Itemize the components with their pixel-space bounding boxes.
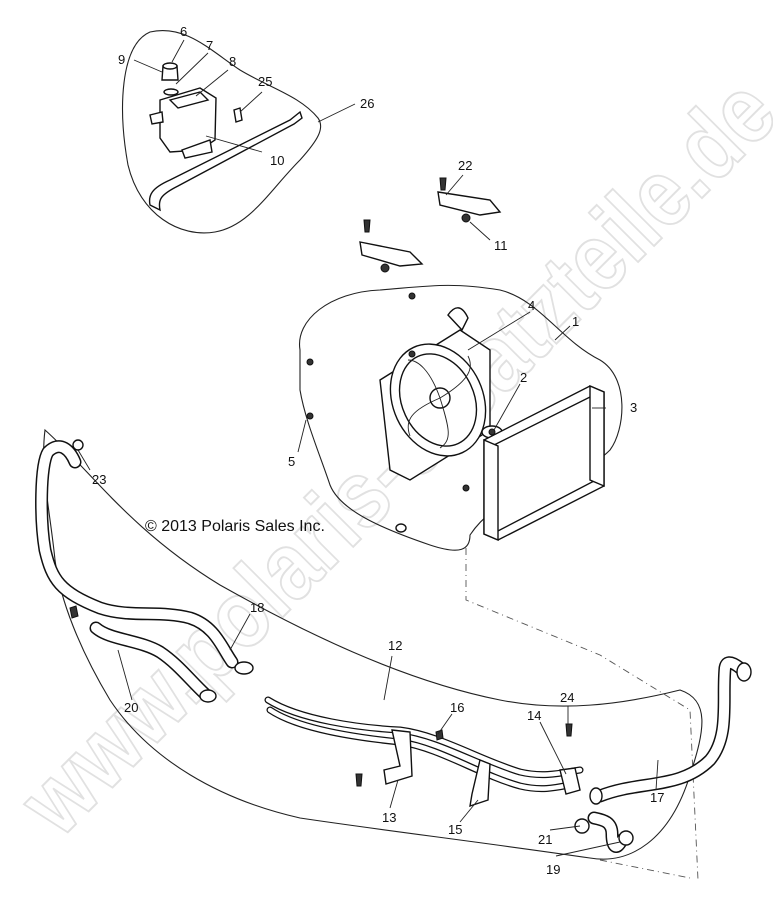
- callout-9: 9: [118, 52, 125, 67]
- hose-clamp-21: [574, 818, 590, 834]
- callout-21: 21: [538, 832, 552, 847]
- callout-25: 25: [258, 74, 272, 89]
- callout-7: 7: [206, 38, 213, 53]
- reservoir-screw: [233, 107, 243, 123]
- callout-11: 11: [494, 238, 508, 253]
- bolt-fan-2: [306, 358, 314, 366]
- coolant-reservoir: [149, 87, 217, 159]
- hose-clamp-pipe: [589, 787, 603, 805]
- hose-right: [593, 656, 747, 803]
- callout-2: 2: [520, 370, 527, 385]
- bracket-lower: [359, 241, 424, 267]
- hose-clamp-23: [72, 439, 84, 451]
- callout-3: 3: [630, 400, 637, 415]
- reference-line-2: [599, 859, 691, 879]
- callout-5: 5: [288, 454, 295, 469]
- reservoir-group-outline: [122, 30, 322, 234]
- bolt-24: [565, 723, 573, 737]
- radiator: [483, 384, 605, 542]
- fitting-left: [69, 605, 79, 619]
- callout-14: 14: [527, 708, 541, 723]
- hose-upper: [35, 440, 239, 669]
- pipe-clamp-15: [469, 759, 491, 808]
- copyright-text: © 2013 Polaris Sales Inc.: [145, 518, 325, 535]
- callout-20: 20: [124, 700, 138, 715]
- cooling-fan: [379, 307, 491, 481]
- bolt-fan-3: [408, 350, 416, 358]
- reservoir-cap: [161, 62, 179, 81]
- callout-26: 26: [360, 96, 374, 111]
- reservoir-strap: [148, 110, 303, 212]
- hose-lower: [587, 811, 629, 854]
- hose-group-outline: [43, 428, 703, 860]
- callout-12: 12: [388, 638, 402, 653]
- callout-17: 17: [650, 790, 664, 805]
- callout-24: 24: [560, 690, 574, 705]
- bracket-upper: [437, 191, 502, 216]
- grommet: [395, 523, 407, 533]
- nut-upper: [461, 213, 471, 223]
- callout-15: 15: [448, 822, 462, 837]
- callout-1: 1: [572, 314, 579, 329]
- bolt-fan-5: [462, 484, 470, 492]
- bolt-fan-4: [306, 412, 314, 420]
- bolt-fan-1: [408, 292, 416, 300]
- pipe-bracket-13: [383, 729, 413, 785]
- reference-line-1: [465, 548, 699, 881]
- bolt-13: [355, 773, 363, 787]
- leader-lines: [77, 39, 659, 857]
- watermark: www.polaris-ersatzteile.de: [0, 58, 773, 856]
- callout-13: 13: [382, 810, 396, 825]
- reservoir-gasket: [163, 88, 179, 96]
- callout-16: 16: [450, 700, 464, 715]
- callout-19: 19: [546, 862, 560, 877]
- hose-clamp-18: [234, 661, 254, 675]
- pipe-bracket-14: [559, 767, 581, 795]
- nut-lower: [380, 263, 390, 273]
- callout-23: 23: [92, 472, 106, 487]
- callout-6: 6: [180, 24, 187, 39]
- callout-4: 4: [528, 298, 535, 313]
- callout-8: 8: [229, 54, 236, 69]
- hose-clamp-17: [736, 662, 752, 682]
- callout-10: 10: [270, 153, 284, 168]
- coolant-pipes: [264, 696, 584, 793]
- callout-22: 22: [458, 158, 472, 173]
- hose-clamp-20: [199, 689, 217, 703]
- bolt-lower: [363, 219, 371, 233]
- callout-labels: 1 2 3 4 5 6 7 8 9 10 11 12 13 14 15 16 1…: [92, 24, 664, 877]
- hose-clamp-19: [618, 830, 634, 846]
- bolt-upper: [439, 177, 447, 191]
- callout-18: 18: [250, 600, 264, 615]
- hose-left: [89, 621, 212, 701]
